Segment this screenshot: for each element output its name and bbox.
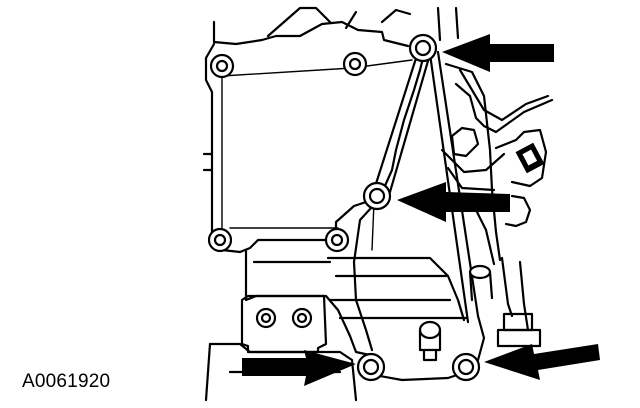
arrow-to-middle-bolt <box>397 182 510 222</box>
plate-bosses <box>207 51 368 253</box>
mounting-plate <box>202 42 428 254</box>
bolt-middle <box>362 181 392 211</box>
right-components <box>436 6 554 348</box>
callout-arrows <box>242 34 600 386</box>
arrow-to-bottom-right-bolt <box>484 344 600 380</box>
bolt-bottom-left <box>356 352 386 382</box>
stud-bolt <box>418 320 442 362</box>
bolt-bottom-right <box>451 352 481 382</box>
figure-id-label: A0061920 <box>22 371 111 392</box>
arrow-to-bottom-left-bolt <box>242 350 356 386</box>
upper-housing <box>212 6 412 48</box>
arrow-to-top-bolt <box>442 34 554 72</box>
bolt-top <box>408 33 438 63</box>
lower-mount <box>204 294 358 402</box>
